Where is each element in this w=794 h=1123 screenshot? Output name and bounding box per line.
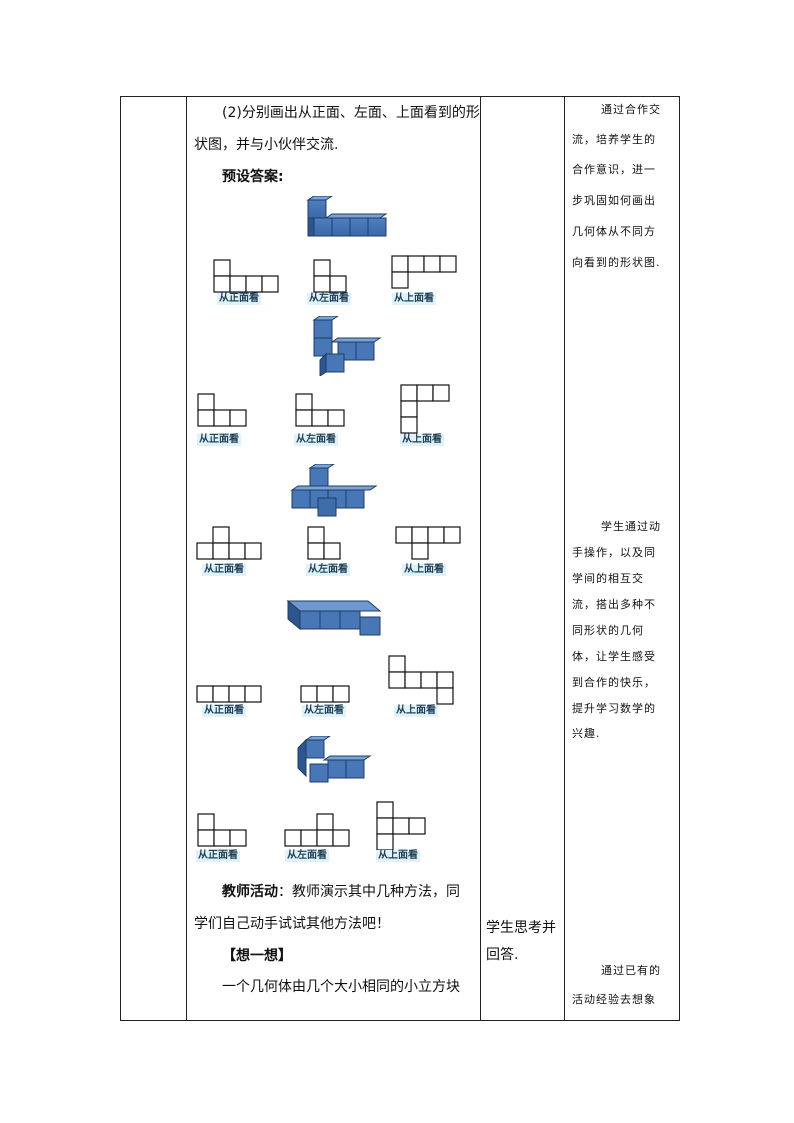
left-view-caption-2: 从左面看	[294, 434, 338, 446]
top-view-caption-4: 从上面看	[394, 705, 438, 717]
note-2-line-2: 手操作，以及同	[572, 546, 656, 559]
note-2-line-6: 体，让学生感受	[572, 650, 656, 663]
table-col-border-5	[679, 96, 680, 1021]
teacher-activity-label: 教师活动	[222, 884, 278, 900]
note-2-line-9: 兴趣.	[572, 727, 601, 740]
table-col-border-2	[186, 96, 187, 1021]
front-view-caption-2: 从正面看	[197, 434, 241, 446]
left-view-caption-3: 从左面看	[306, 564, 350, 576]
top-view-caption-5: 从上面看	[376, 850, 420, 862]
teacher-activity-line-1: 教师活动：教师演示其中几种方法，同	[222, 882, 460, 902]
cube-figure-5	[297, 736, 372, 783]
front-view-grid-2	[197, 393, 247, 427]
front-view-grid-1	[213, 259, 279, 293]
note-1-line-4: 步巩固如何画出	[572, 194, 656, 207]
front-view-caption-5: 从正面看	[196, 850, 240, 862]
left-view-grid-4	[300, 685, 350, 703]
teacher-activity-line-2: 学们自己动手试试其他方法吧！	[194, 916, 390, 932]
think-heading: 【想一想】	[222, 948, 292, 964]
cube-figure-1	[306, 196, 388, 237]
cube-figure-4	[286, 599, 382, 636]
top-view-grid-2	[400, 384, 450, 434]
note-1-line-6: 向看到的形状图.	[572, 256, 661, 269]
preset-answer-label: 预设答案:	[222, 169, 284, 185]
student-response-line-2: 回答.	[486, 947, 519, 963]
note-2-line-4: 流，搭出多种不	[572, 598, 656, 611]
table-col-border-4	[564, 96, 565, 1021]
front-view-caption-1: 从正面看	[217, 293, 261, 305]
left-view-caption-4: 从左面看	[302, 705, 346, 717]
teacher-activity-text: ：教师演示其中几种方法，同	[278, 884, 460, 900]
table-bottom-border	[120, 1020, 680, 1021]
table-col-border-3	[480, 96, 481, 1021]
note-1-line-5: 几何体从不同方	[572, 225, 656, 238]
cube-figure-2	[312, 316, 382, 376]
top-view-caption-2: 从上面看	[400, 434, 444, 446]
note-2-line-7: 到合作的快乐，	[572, 676, 656, 689]
left-view-caption-1: 从左面看	[307, 293, 351, 305]
left-view-caption-5: 从左面看	[285, 850, 329, 862]
front-view-caption-3: 从正面看	[202, 564, 246, 576]
left-view-grid-5	[284, 813, 350, 847]
front-view-caption-4: 从正面看	[202, 705, 246, 717]
think-line-1: 一个几何体由几个大小相同的小立方块	[222, 979, 460, 995]
top-view-caption-1: 从上面看	[392, 293, 436, 305]
top-view-grid-3	[395, 526, 461, 560]
intro-line-1: (2)分别画出从正面、左面、上面看到的形	[222, 105, 480, 121]
student-response-line-1: 学生思考并	[486, 920, 556, 936]
table-top-border	[120, 96, 680, 97]
left-view-grid-3	[307, 526, 341, 560]
top-view-grid-5	[376, 801, 426, 851]
note-2-line-1: 学生通过动	[601, 520, 661, 533]
cube-figure-3	[290, 464, 378, 517]
intro-line-2: 状图，并与小伙伴交流.	[194, 137, 339, 153]
note-2-line-8: 提升学习数学的	[572, 702, 656, 715]
note-1-line-2: 流，培养学生的	[572, 133, 656, 146]
note-2-line-5: 同形状的几何	[572, 624, 644, 637]
top-view-grid-1	[391, 255, 457, 289]
front-view-grid-4	[196, 685, 262, 703]
left-view-grid-2	[295, 393, 345, 427]
front-view-grid-3	[196, 526, 262, 560]
note-3-line-1: 通过已有的	[601, 964, 661, 977]
note-2-line-3: 学间的相互交	[572, 572, 644, 585]
top-view-caption-3: 从上面看	[402, 564, 446, 576]
note-1-line-1: 通过合作交	[601, 103, 661, 116]
table-col-border-1	[120, 96, 121, 1021]
left-view-grid-1	[313, 259, 347, 293]
top-view-grid-4	[388, 655, 454, 705]
note-1-line-3: 合作意识，进一	[572, 163, 656, 176]
note-3-line-2: 活动经验去想象	[572, 993, 656, 1006]
front-view-grid-5	[197, 813, 247, 847]
